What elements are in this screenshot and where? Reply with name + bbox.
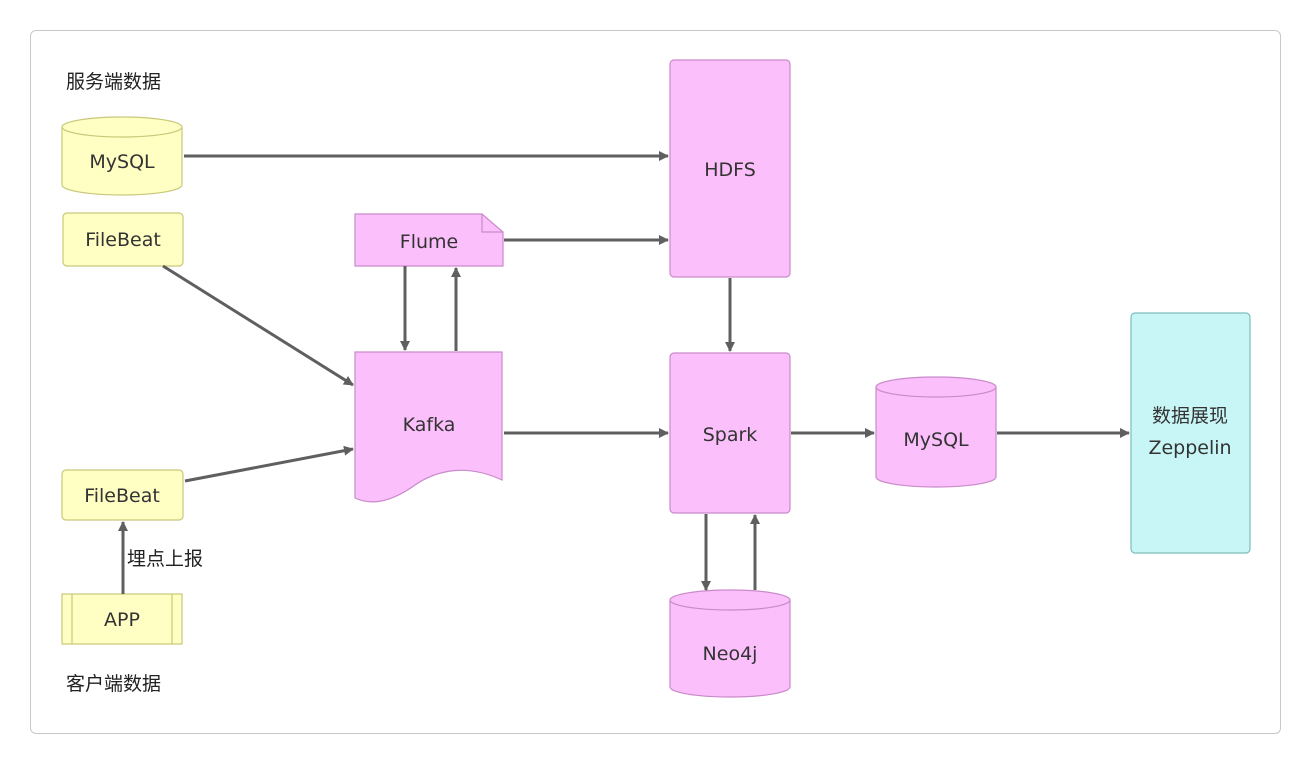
filebeat-bottom-node: FileBeat bbox=[61, 469, 184, 521]
hdfs-label: HDFS bbox=[704, 159, 756, 181]
hdfs-node: HDFS bbox=[669, 59, 791, 278]
app-label: APP bbox=[104, 609, 140, 631]
server-data-label: 服务端数据 bbox=[66, 71, 161, 93]
arrow-filebeat-bottom-to-kafka bbox=[184, 445, 354, 483]
mysql-result-label: MySQL bbox=[903, 429, 969, 451]
arrow-filebeat-top-to-kafka bbox=[162, 264, 354, 387]
zeppelin-node: 数据展现 Zeppelin bbox=[1130, 312, 1251, 554]
mysql-source-label: MySQL bbox=[89, 151, 155, 173]
diagram-frame bbox=[30, 30, 1281, 734]
flume-node: Flume bbox=[354, 213, 504, 267]
neo4j-node: Neo4j bbox=[669, 589, 791, 698]
flume-label: Flume bbox=[400, 231, 458, 253]
mysql-result-node: MySQL bbox=[875, 376, 997, 488]
kafka-node: Kafka bbox=[354, 351, 503, 503]
spark-label: Spark bbox=[703, 424, 758, 446]
filebeat-bottom-label: FileBeat bbox=[84, 485, 160, 507]
mysql-source-node: MySQL bbox=[61, 116, 183, 196]
app-node: APP bbox=[61, 593, 183, 645]
client-data-label: 客户端数据 bbox=[66, 673, 161, 695]
spark-node: Spark bbox=[669, 352, 791, 514]
filebeat-top-label: FileBeat bbox=[85, 229, 161, 251]
kafka-label: Kafka bbox=[403, 414, 456, 436]
zeppelin-label-line2: Zeppelin bbox=[1148, 437, 1231, 459]
zeppelin-label-line1: 数据展现 bbox=[1152, 405, 1228, 427]
neo4j-label: Neo4j bbox=[703, 643, 758, 665]
tracking-report-label: 埋点上报 bbox=[127, 548, 203, 570]
filebeat-top-node: FileBeat bbox=[62, 212, 184, 267]
